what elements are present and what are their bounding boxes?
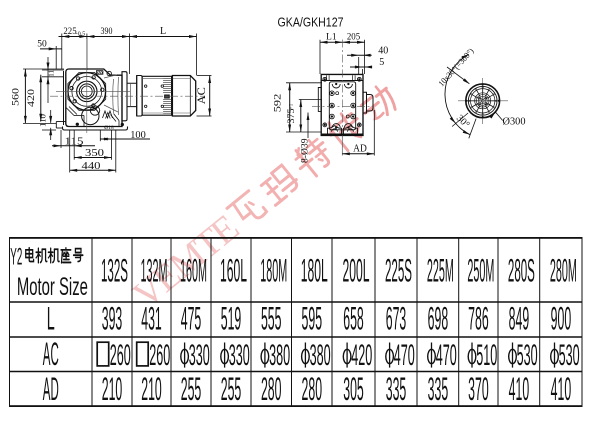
svg-text:350: 350 bbox=[85, 147, 105, 159]
svg-text:225: 225 bbox=[63, 27, 76, 37]
svg-text:510: 510 bbox=[476, 339, 497, 372]
svg-text:180M: 180M bbox=[260, 252, 287, 288]
svg-text:530: 530 bbox=[559, 339, 580, 372]
svg-text:100: 100 bbox=[130, 129, 146, 141]
svg-text:390: 390 bbox=[101, 27, 113, 37]
svg-text:280: 280 bbox=[261, 371, 282, 407]
svg-text:673: 673 bbox=[386, 301, 407, 337]
svg-text:200L: 200L bbox=[343, 252, 370, 288]
svg-text:+1: +1 bbox=[289, 103, 295, 109]
svg-text:592: 592 bbox=[274, 93, 284, 112]
svg-text:160M: 160M bbox=[180, 252, 207, 288]
svg-text:595: 595 bbox=[302, 301, 323, 337]
svg-text:210: 210 bbox=[102, 371, 123, 407]
svg-text:380: 380 bbox=[310, 339, 331, 372]
svg-text:393: 393 bbox=[102, 301, 123, 337]
svg-text:11: 11 bbox=[48, 70, 56, 77]
svg-text:255: 255 bbox=[181, 371, 202, 407]
svg-text:Ø300: Ø300 bbox=[503, 116, 526, 128]
svg-text:5: 5 bbox=[379, 57, 384, 68]
svg-text:AC: AC bbox=[43, 336, 59, 372]
svg-text:475: 475 bbox=[181, 301, 202, 337]
svg-text:132S: 132S bbox=[101, 252, 128, 288]
svg-text:335: 335 bbox=[428, 371, 449, 407]
svg-text:420: 420 bbox=[27, 89, 37, 107]
svg-text:305: 305 bbox=[343, 371, 364, 407]
svg-text:470: 470 bbox=[394, 339, 415, 372]
svg-text:260: 260 bbox=[149, 339, 170, 372]
svg-text:Y2: Y2 bbox=[10, 244, 22, 271]
svg-text:440: 440 bbox=[82, 160, 102, 172]
svg-text:420: 420 bbox=[351, 339, 372, 372]
svg-text:132M: 132M bbox=[141, 252, 168, 288]
svg-text:40: 40 bbox=[378, 45, 388, 56]
svg-text:110: 110 bbox=[39, 114, 48, 127]
svg-text:786: 786 bbox=[468, 301, 489, 337]
svg-text:210: 210 bbox=[141, 371, 162, 407]
svg-text:-0.5: -0.5 bbox=[76, 32, 86, 38]
svg-text:280M: 280M bbox=[550, 252, 577, 288]
svg-text:260: 260 bbox=[110, 339, 131, 372]
svg-text:555: 555 bbox=[261, 301, 282, 337]
svg-text:8-Ø39: 8-Ø39 bbox=[300, 138, 310, 163]
svg-text:530: 530 bbox=[517, 339, 538, 372]
svg-text:380: 380 bbox=[269, 339, 290, 372]
svg-text:GKA/GKH127: GKA/GKH127 bbox=[278, 15, 344, 30]
svg-text:180L: 180L bbox=[301, 252, 328, 288]
svg-text:115: 115 bbox=[65, 136, 85, 148]
svg-text:560: 560 bbox=[12, 88, 22, 106]
svg-text:370: 370 bbox=[468, 371, 489, 407]
svg-text:255: 255 bbox=[221, 371, 242, 407]
svg-text:Ø18: Ø18 bbox=[104, 125, 114, 131]
svg-text:849: 849 bbox=[509, 301, 530, 337]
svg-text:L: L bbox=[160, 26, 166, 37]
svg-text:AC: AC bbox=[194, 87, 208, 104]
svg-text:519: 519 bbox=[221, 301, 242, 337]
svg-text:225S: 225S bbox=[385, 252, 412, 288]
svg-text:50: 50 bbox=[37, 39, 47, 49]
svg-text:280: 280 bbox=[302, 371, 323, 407]
svg-text:431: 431 bbox=[141, 301, 162, 337]
svg-text:280S: 280S bbox=[508, 252, 535, 288]
svg-text:160L: 160L bbox=[220, 252, 247, 288]
svg-text:335: 335 bbox=[386, 371, 407, 407]
svg-text:410: 410 bbox=[551, 371, 572, 407]
svg-text:Motor Size: Motor Size bbox=[17, 273, 88, 301]
svg-text:330: 330 bbox=[229, 339, 250, 372]
svg-text:AD: AD bbox=[353, 143, 367, 155]
svg-text:375: 375 bbox=[286, 108, 296, 124]
svg-text:410: 410 bbox=[509, 371, 530, 407]
svg-text:205: 205 bbox=[347, 32, 361, 42]
svg-text:900: 900 bbox=[551, 301, 572, 337]
svg-text:225M: 225M bbox=[427, 252, 454, 288]
svg-text:330: 330 bbox=[189, 339, 210, 372]
svg-text:250M: 250M bbox=[467, 252, 494, 288]
svg-text:698: 698 bbox=[428, 301, 449, 337]
svg-text:AD: AD bbox=[43, 371, 59, 407]
svg-text:L: L bbox=[47, 301, 55, 337]
svg-text:470: 470 bbox=[436, 339, 457, 372]
svg-text:L1: L1 bbox=[326, 32, 337, 42]
svg-text:658: 658 bbox=[343, 301, 364, 337]
